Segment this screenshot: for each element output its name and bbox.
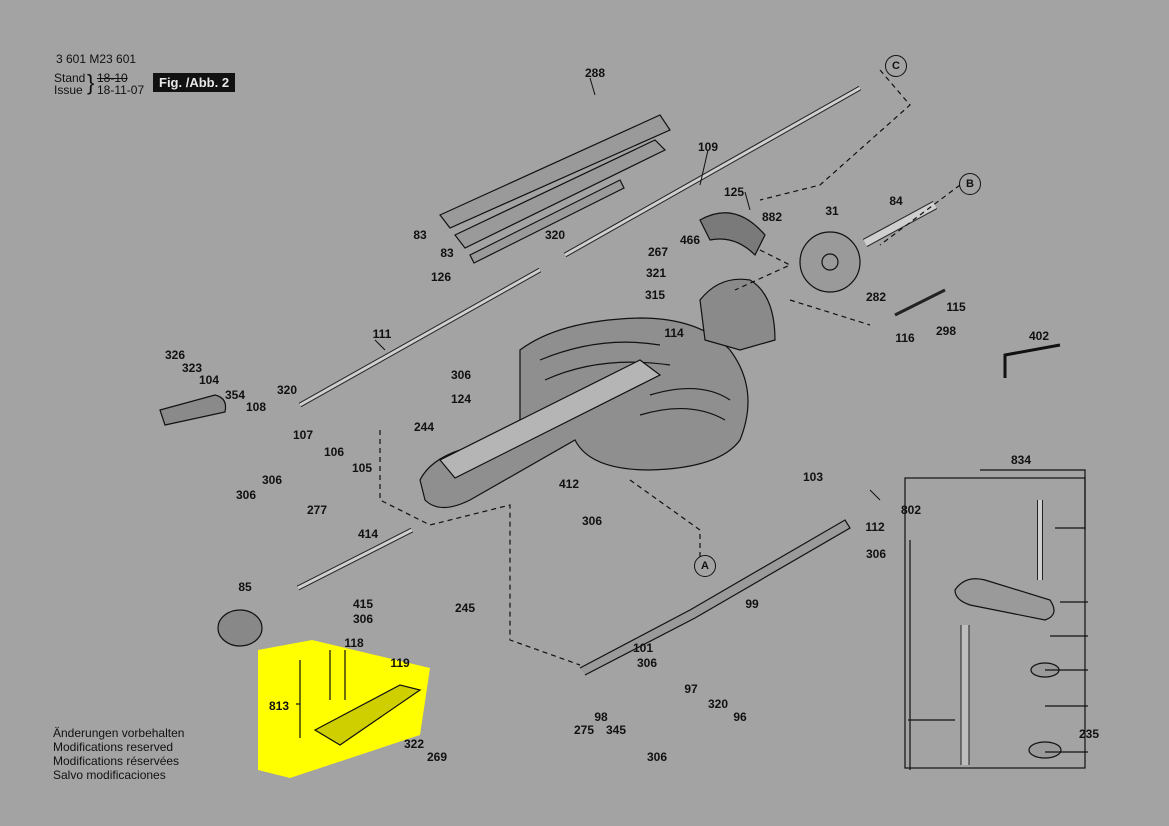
part-label: 320 [276,383,298,397]
part-label: 31 [825,204,839,218]
part-label: 119 [390,656,410,670]
knob-85 [217,609,263,647]
part-label: 103 [802,470,824,484]
footer-note: Änderungen vorbehalten [53,726,185,740]
part-label: 326 [164,348,186,362]
lever-handle [159,394,227,426]
part-label: 402 [1028,329,1050,343]
figure-tag: Fig. /Abb. 2 [153,73,236,92]
part-label: 104 [198,373,220,387]
part-label: 288 [584,66,606,80]
part-label: 235 [1078,727,1100,741]
part-label: 813 [268,699,290,713]
part-label: 244 [413,420,435,434]
ref-circle-b: B [959,173,981,195]
part-label: 108 [245,400,267,414]
part-label: 354 [224,388,246,402]
part-label: 306 [450,368,472,382]
part-label: 98 [594,710,608,724]
footer-note: Modifications réservées [53,754,180,768]
part-label: 298 [935,324,957,338]
part-label: 882 [761,210,783,224]
part-label: 97 [684,682,698,696]
part-label: 306 [646,750,668,764]
part-label: 277 [306,503,328,517]
part-label: 96 [733,710,747,724]
part-label: 414 [357,527,379,541]
issue-label: Issue [54,83,83,97]
part-label: 306 [581,514,603,528]
part-label: 306 [636,656,658,670]
part-label: 323 [181,361,203,375]
part-label: 124 [450,392,472,406]
part-label: 84 [889,194,903,208]
part-label: 112 [865,520,885,534]
part-label: 412 [558,477,580,491]
part-label: 245 [454,601,476,615]
part-label: 85 [238,580,252,594]
part-label: 114 [664,326,684,340]
part-label: 83 [413,228,427,242]
document-number: 3 601 M23 601 [56,52,137,66]
part-label: 321 [645,266,667,280]
part-label: 115 [946,300,966,314]
part-label: 322 [403,737,425,751]
part-label: 315 [644,288,666,302]
part-label: 466 [679,233,701,247]
part-label: 269 [426,750,448,764]
part-label: 282 [865,290,887,304]
part-label: 83 [440,246,454,260]
part-label: 101 [632,641,654,655]
part-label: 107 [292,428,314,442]
part-label: 306 [261,473,283,487]
ref-circle-c: C [885,55,907,77]
bevel-scale [699,212,766,257]
part-label: 109 [697,140,719,154]
stand-date: 18-10 [97,71,128,85]
part-label: 267 [647,245,669,259]
part-label: 111 [372,327,392,341]
part-label: 125 [723,185,745,199]
footer-note: Salvo modificaciones [53,768,166,782]
part-label: 116 [895,331,915,345]
part-label: 306 [352,612,374,626]
saw-housing [699,278,776,351]
brace-glyph: } [87,70,95,95]
part-label: 99 [745,597,759,611]
part-label: 306 [235,488,257,502]
handwheel [799,231,861,293]
part-label: 802 [900,503,922,517]
part-label: 105 [351,461,373,475]
part-label: 275 [573,723,595,737]
part-label: 320 [707,697,729,711]
issue-date: 18-11-07 [97,83,145,97]
stand-label: Stand [54,71,86,85]
part-label: 126 [430,270,452,284]
part-label: 834 [1010,453,1032,467]
part-label: 106 [323,445,345,459]
part-label: 320 [544,228,566,242]
part-label: 415 [352,597,374,611]
footer-note: Modifications reserved [53,740,174,754]
part-label: 118 [344,636,364,650]
part-label: 345 [605,723,627,737]
ref-circle-a: A [694,555,716,577]
part-label: 306 [865,547,887,561]
